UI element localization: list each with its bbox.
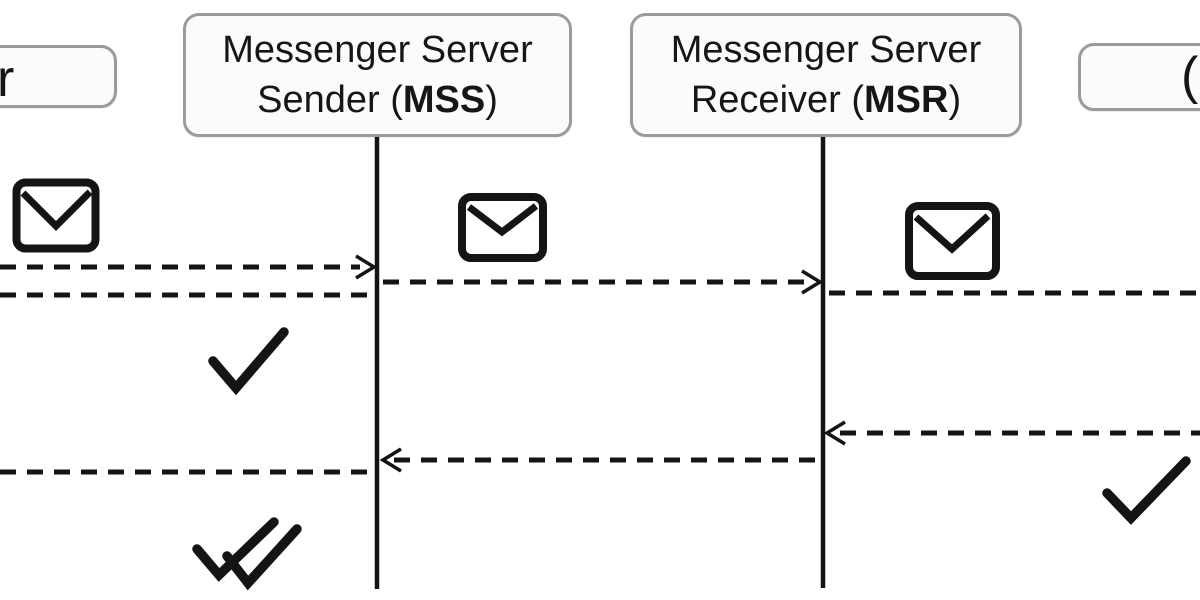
actor-label-mss-line1: Messenger Server (222, 29, 533, 71)
actor-label-msr-line2: Receiver (MSR) (690, 79, 962, 121)
actor-box-msr: Messenger Server Receiver (MSR) (630, 13, 1022, 137)
envelope-icon-flap (20, 189, 93, 231)
actor-label-sender: r (0, 50, 15, 108)
envelope-icon-flap (913, 213, 991, 254)
actor-box-sender (0, 45, 117, 108)
arrowhead-icon (379, 447, 402, 473)
envelope-icon (905, 202, 1000, 280)
single-check-icon (1102, 456, 1191, 525)
double-check-icon (192, 517, 279, 582)
envelope-icon (12, 178, 100, 253)
envelope-icon-flap (466, 203, 539, 237)
arrowhead-icon (355, 254, 378, 280)
double-check-icon (222, 524, 302, 591)
arrowhead-icon (823, 420, 846, 446)
single-check-icon (208, 327, 289, 396)
actor-label-mss-line2: Sender (MSS) (257, 79, 498, 121)
actor-box-mss: Messenger Server Sender (MSS) (183, 13, 572, 137)
arrowhead-icon (801, 269, 824, 295)
actor-label-msr-line1: Messenger Server (670, 29, 982, 71)
actor-label-receiver: (R (1181, 47, 1200, 105)
actor-box-receiver (1078, 43, 1200, 111)
envelope-icon (458, 193, 547, 262)
